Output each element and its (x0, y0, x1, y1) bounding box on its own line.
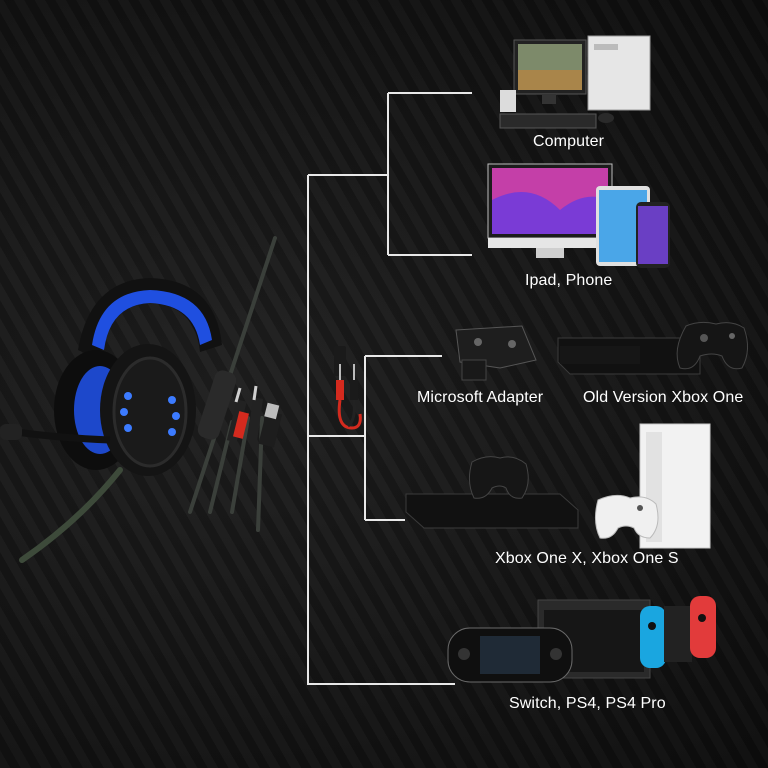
switch-ps4-label: Switch, PS4, PS4 Pro (509, 695, 666, 712)
headset-illustration (0, 236, 283, 563)
old-xbox-one-label: Old Version Xbox One (583, 389, 744, 406)
computer-label: Computer (533, 133, 605, 150)
microsoft-adapter-label: Microsoft Adapter (417, 389, 544, 406)
xbox-one-x-s-label: Xbox One X, Xbox One S (495, 550, 679, 567)
splitter-adapter-illustration (334, 346, 362, 430)
ipad-phone-label: Ipad, Phone (525, 272, 613, 289)
